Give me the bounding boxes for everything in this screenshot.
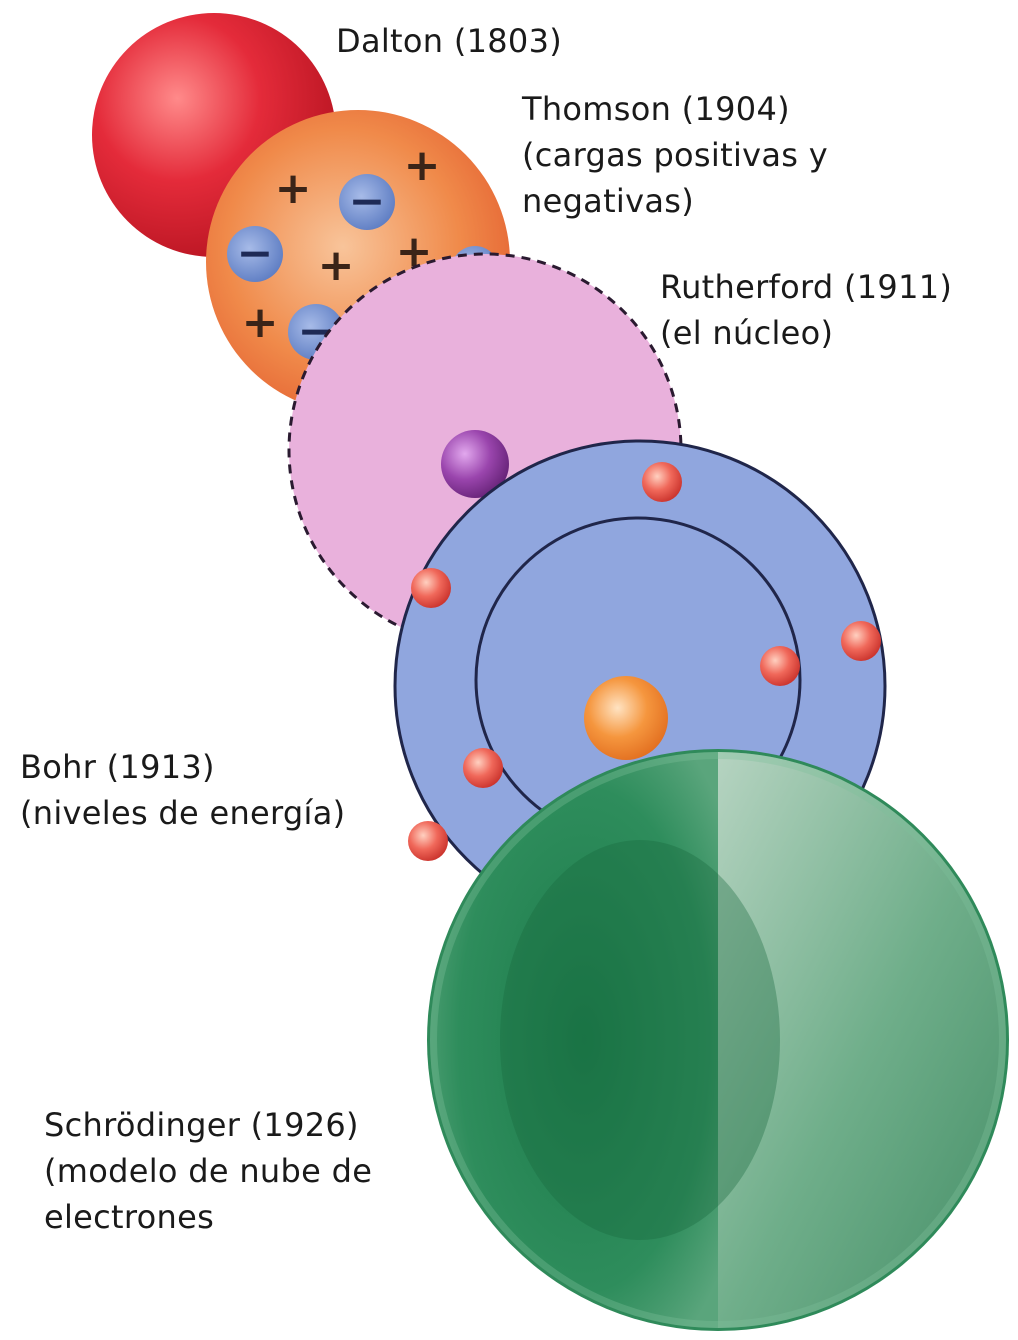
bohr-label: Bohr (1913) (niveles de energía) — [20, 744, 345, 836]
dalton-label: Dalton (1803) — [336, 18, 562, 64]
schrodinger-title: Schrödinger (1926) — [44, 1102, 372, 1148]
schrodinger-desc-2: electrones — [44, 1194, 372, 1240]
plus-sign: + — [318, 240, 355, 291]
thomson-desc-1: (cargas positivas y — [522, 132, 828, 178]
bohr-title: Bohr (1913) — [20, 744, 345, 790]
dalton-title: Dalton (1803) — [336, 18, 562, 64]
rutherford-title: Rutherford (1911) — [660, 264, 952, 310]
plus-sign: + — [242, 297, 279, 348]
schrodinger-label: Schrödinger (1926) (modelo de nube de el… — [44, 1102, 372, 1240]
plus-sign: + — [404, 140, 441, 191]
minus-sign: − — [237, 228, 274, 279]
thomson-desc-2: negativas) — [522, 178, 828, 224]
schrodinger-desc-1: (modelo de nube de — [44, 1148, 372, 1194]
thomson-label: Thomson (1904) (cargas positivas y negat… — [522, 86, 828, 224]
rutherford-desc: (el núcleo) — [660, 310, 952, 356]
minus-sign: − — [349, 176, 386, 227]
thomson-title: Thomson (1904) — [522, 86, 828, 132]
bohr-nucleus — [584, 676, 668, 760]
rutherford-label: Rutherford (1911) (el núcleo) — [660, 264, 952, 356]
bohr-desc: (niveles de energía) — [20, 790, 345, 836]
plus-sign: + — [275, 163, 312, 214]
